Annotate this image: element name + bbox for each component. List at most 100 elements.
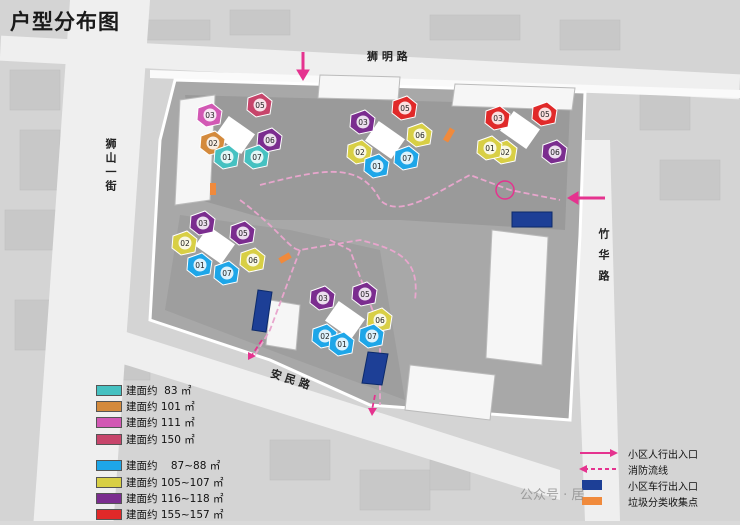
symbol-legend-label: 消防流线	[628, 465, 668, 477]
unit-number-label: 01	[195, 261, 205, 270]
unit-number-label: 07	[402, 154, 412, 163]
unit-number-label: 07	[222, 269, 232, 278]
unit-number-badge	[356, 115, 370, 129]
legend-item: 建面约 105~107 ㎡	[96, 474, 256, 490]
legend-swatch	[96, 493, 122, 505]
pink-arrow-icon	[580, 449, 618, 457]
unit-number-badge	[246, 253, 260, 267]
unit-number-label: 01	[372, 162, 382, 171]
unit-number-badge	[370, 159, 384, 173]
legend-item: 建面约 155~157 ㎡	[96, 507, 256, 523]
unit-number-label: 06	[248, 256, 258, 265]
unit-number-label: 03	[198, 219, 208, 228]
building-core	[500, 110, 540, 150]
legend-swatch	[96, 476, 122, 488]
legend-item: 建面约 83 ㎡	[96, 382, 256, 398]
unit-number-badge	[318, 329, 332, 343]
unit-number-label: 01	[337, 340, 347, 349]
unit-number-label: 02	[355, 148, 365, 157]
symbol-legend-label: 小区人行出入口	[628, 449, 698, 461]
symbol-legend-item: 垃圾分类收集点	[578, 493, 728, 509]
building-core	[215, 115, 255, 155]
unit-number-label: 03	[318, 294, 328, 303]
unit-number-badge	[365, 329, 379, 343]
legend-label: 建面约 155~157 ㎡	[126, 509, 224, 522]
legend-swatch	[96, 401, 122, 413]
unit-number-label: 05	[360, 290, 370, 299]
unit-number-badge	[373, 313, 387, 327]
unit-number-label: 03	[358, 118, 368, 127]
road-label-west: 狮山一街	[104, 138, 117, 194]
building-cluster: 05 03 02 06 01 07	[346, 95, 433, 179]
legend-item: 建面约 116~118 ㎡	[96, 490, 256, 506]
pedestrian-entrance-arrows	[296, 52, 605, 205]
unit-number-label: 06	[550, 148, 560, 157]
unit-number-label: 06	[415, 131, 425, 140]
legend-label: 建面约 87~88 ㎡	[126, 460, 221, 473]
unit-number-badge	[220, 150, 234, 164]
legend-label: 建面约 83 ㎡	[126, 384, 192, 397]
unit-number-badge	[413, 128, 427, 142]
unit-number-badge	[335, 337, 349, 351]
legend-swatch	[96, 460, 122, 472]
unit-number-badge	[193, 258, 207, 272]
unit-number-label: 02	[320, 332, 330, 341]
orange-block-icon	[582, 497, 602, 505]
pink-dashed-arrow-icon	[579, 465, 618, 473]
unit-number-label: 05	[400, 104, 410, 113]
unit-number-badge	[253, 98, 267, 112]
unit-number-badge	[538, 107, 552, 121]
unit-number-label: 01	[222, 153, 232, 162]
legend-label: 建面约 111 ㎡	[126, 417, 195, 430]
unit-number-badge	[491, 111, 505, 125]
unit-number-badge	[250, 150, 264, 164]
unit-number-label: 07	[367, 332, 377, 341]
unit-number-badge	[316, 291, 330, 305]
legend-item: 建面约 150 ㎡	[96, 431, 256, 447]
legend-label: 建面约 116~118 ㎡	[126, 493, 224, 506]
building-core	[325, 300, 365, 340]
fire-entrances	[251, 339, 376, 411]
unit-number-badge	[196, 216, 210, 230]
unit-number-badge	[358, 287, 372, 301]
legend-item: 建面约 111 ㎡	[96, 415, 256, 431]
page-title: 户型分布图	[10, 10, 120, 34]
unit-number-badge	[178, 236, 192, 250]
building-core	[195, 225, 235, 265]
road-label-north: 狮 明 路	[367, 50, 408, 63]
legend-label: 建面约 105~107 ㎡	[126, 476, 224, 489]
unit-number-badge	[206, 136, 220, 150]
unit-number-badge	[353, 145, 367, 159]
building-core	[365, 120, 405, 160]
symbol-legend: 小区人行出入口 消防流线 小区车行出入口 垃圾分类收集点	[578, 445, 728, 509]
symbol-legend-item: 消防流线	[578, 461, 728, 477]
unit-number-label: 05	[255, 101, 265, 110]
unit-number-label: 03	[205, 111, 215, 120]
road-label-east: 竹 华 路	[597, 228, 610, 284]
unit-number-label: 03	[493, 114, 503, 123]
unit-number-label: 05	[540, 110, 550, 119]
legend-swatch	[96, 384, 122, 396]
unit-number-label: 05	[238, 229, 248, 238]
unit-number-badge	[203, 108, 217, 122]
unit-number-badge	[398, 101, 412, 115]
legend-swatch	[96, 417, 122, 429]
commercial-buildings	[174, 74, 576, 421]
watermark: 公众号 · 居	[520, 488, 585, 503]
symbol-legend-item: 小区人行出入口	[578, 445, 728, 461]
unit-number-badge	[400, 151, 414, 165]
legend-label: 建面约 101 ㎡	[126, 401, 195, 414]
symbol-legend-label: 小区车行出入口	[628, 481, 698, 493]
unit-number-badge	[483, 141, 497, 155]
legend-label: 建面约 150 ㎡	[126, 433, 195, 446]
unit-number-badge	[263, 133, 277, 147]
unit-number-label: 07	[252, 153, 262, 162]
garbage-points	[210, 127, 456, 264]
